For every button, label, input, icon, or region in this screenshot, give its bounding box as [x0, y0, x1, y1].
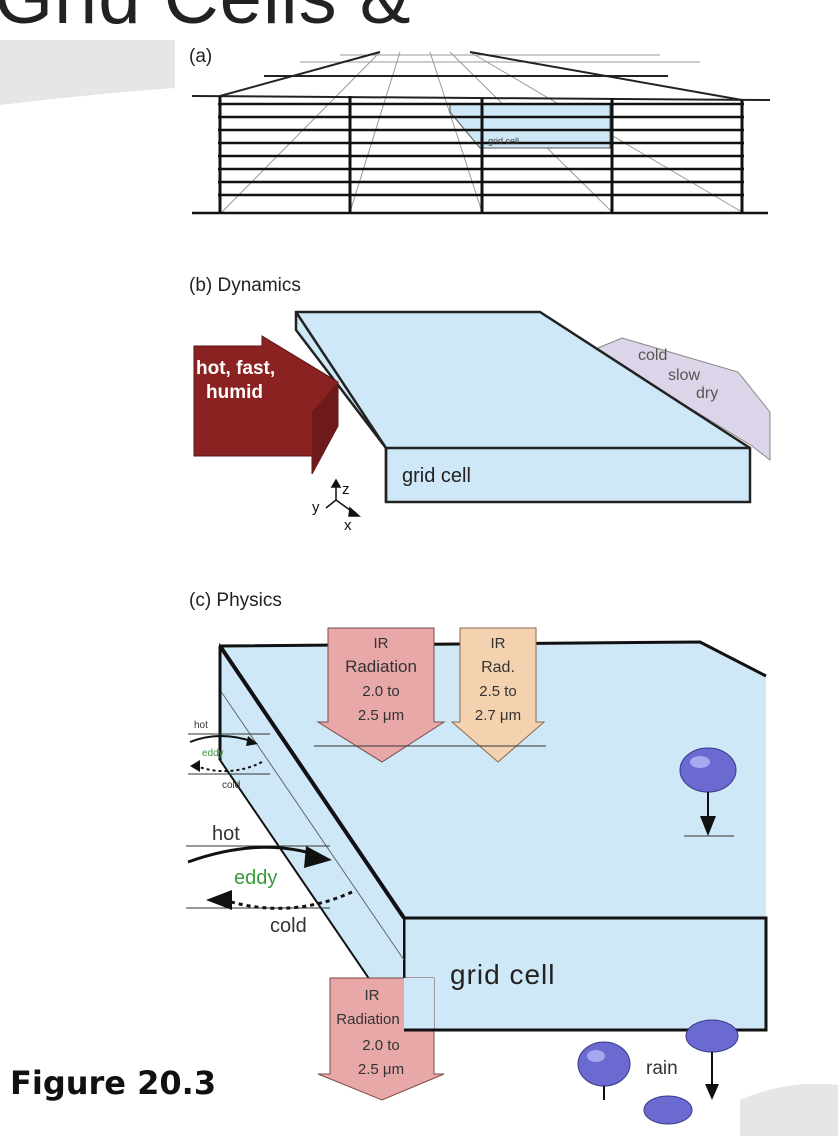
cold-arrow-line3: dry: [696, 385, 718, 402]
figure-label: Figure 20.3: [10, 1064, 217, 1102]
cold-arrow-line1: cold: [638, 347, 667, 364]
large-eddy-hot: hot: [212, 823, 240, 845]
panel-b-grid-cell: [294, 310, 752, 504]
panel-a-label: (a): [189, 46, 213, 67]
panel-a-cell-label: grid cell: [488, 136, 519, 146]
axis-x-label: x: [344, 517, 352, 534]
small-eddy-hot: hot: [194, 720, 208, 731]
large-eddy-diagram: hot eddy cold: [186, 823, 353, 937]
ir-arrow1-line2: Radiation: [345, 657, 417, 676]
ir-arrow3-line2: Radiation: [336, 1011, 399, 1028]
ir-arrow3-line3: 2.0 to: [362, 1037, 400, 1054]
axis-z-label: z: [342, 481, 350, 498]
ir-arrow1-line4: 2.5 μm: [358, 707, 404, 724]
ir-arrow2-line1: IR: [491, 635, 506, 652]
cold-arrow-line2: slow: [668, 367, 700, 384]
panel-c-label: (c) Physics: [189, 590, 282, 611]
hot-arrow-line1: hot, fast,: [196, 358, 275, 379]
ir-arrow3-line4: 2.5 μm: [358, 1061, 404, 1078]
ir-arrow2-line2: Rad.: [481, 659, 515, 676]
panel-c-cell-label: grid cell: [450, 959, 555, 990]
header-partial-title: Grid Cells &: [0, 0, 411, 41]
panel-b-cell-label: grid cell: [402, 465, 471, 487]
ir-radiation-arrow-1: [316, 627, 446, 763]
raindrop-icon: [679, 747, 737, 793]
ir-radiation-arrow-2: [450, 627, 546, 763]
axes-icon: [325, 478, 361, 517]
small-eddy-label: eddy: [202, 748, 224, 759]
ir-arrow1-line3: 2.0 to: [362, 683, 400, 700]
axis-y-label: y: [312, 499, 320, 516]
ir-arrow1-line1: IR: [374, 635, 389, 652]
ir-arrow3-line1: IR: [365, 987, 380, 1004]
ir-arrow2-line4: 2.7 μm: [475, 707, 521, 724]
rain-label: rain: [646, 1058, 678, 1079]
small-eddy-cold: cold: [222, 780, 240, 791]
panel-b-label: (b) Dynamics: [189, 275, 301, 296]
large-eddy-label: eddy: [234, 867, 277, 889]
rain-icon: [577, 1019, 739, 1125]
hot-arrow-line2: humid: [206, 382, 263, 403]
large-eddy-cold: cold: [270, 915, 307, 937]
small-eddy-diagram: hot eddy cold: [188, 720, 270, 791]
ir-arrow2-line3: 2.5 to: [479, 683, 517, 700]
